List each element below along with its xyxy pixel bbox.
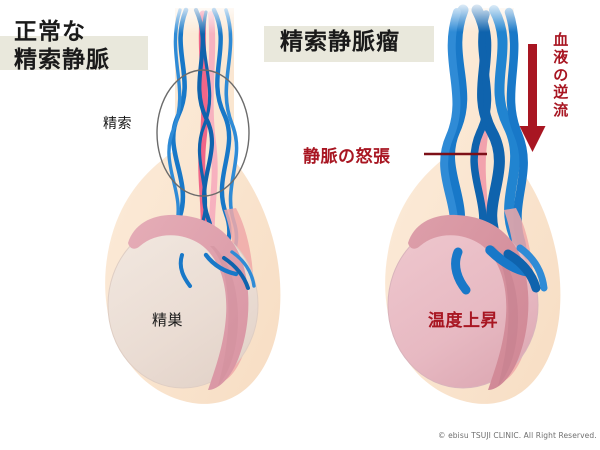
left-vessel-fade	[160, 0, 256, 34]
right-title-band	[264, 26, 434, 62]
left-panel-anatomy	[105, 0, 281, 404]
label-testis: 精巣	[152, 311, 184, 329]
label-temperature-rise: 温度上昇	[428, 311, 498, 331]
left-epididymis-shade	[210, 246, 238, 386]
right-panel-title: 精索静脈瘤	[280, 29, 400, 55]
left-epididymis	[128, 214, 249, 390]
left-panel-title: 正常な 精索静脈	[14, 19, 110, 74]
label-venous-distension: 静脈の怒張	[303, 147, 391, 167]
label-blood-backflow: 血液の逆流	[553, 31, 569, 119]
right-panel-anatomy	[385, 0, 561, 404]
left-title-band	[0, 36, 148, 70]
right-vessel-fade	[440, 0, 536, 32]
label-spermatic-cord: 精索	[103, 116, 132, 132]
left-veins-over-testis	[178, 250, 256, 290]
copyright-notice: © ebisu TSUJI CLINIC. All Right Reserved…	[438, 431, 597, 440]
backflow-arrow	[519, 44, 546, 152]
right-veins-over-testis	[451, 244, 548, 295]
right-epididymis-shade	[490, 246, 518, 386]
cord-highlight-circle	[156, 69, 250, 197]
